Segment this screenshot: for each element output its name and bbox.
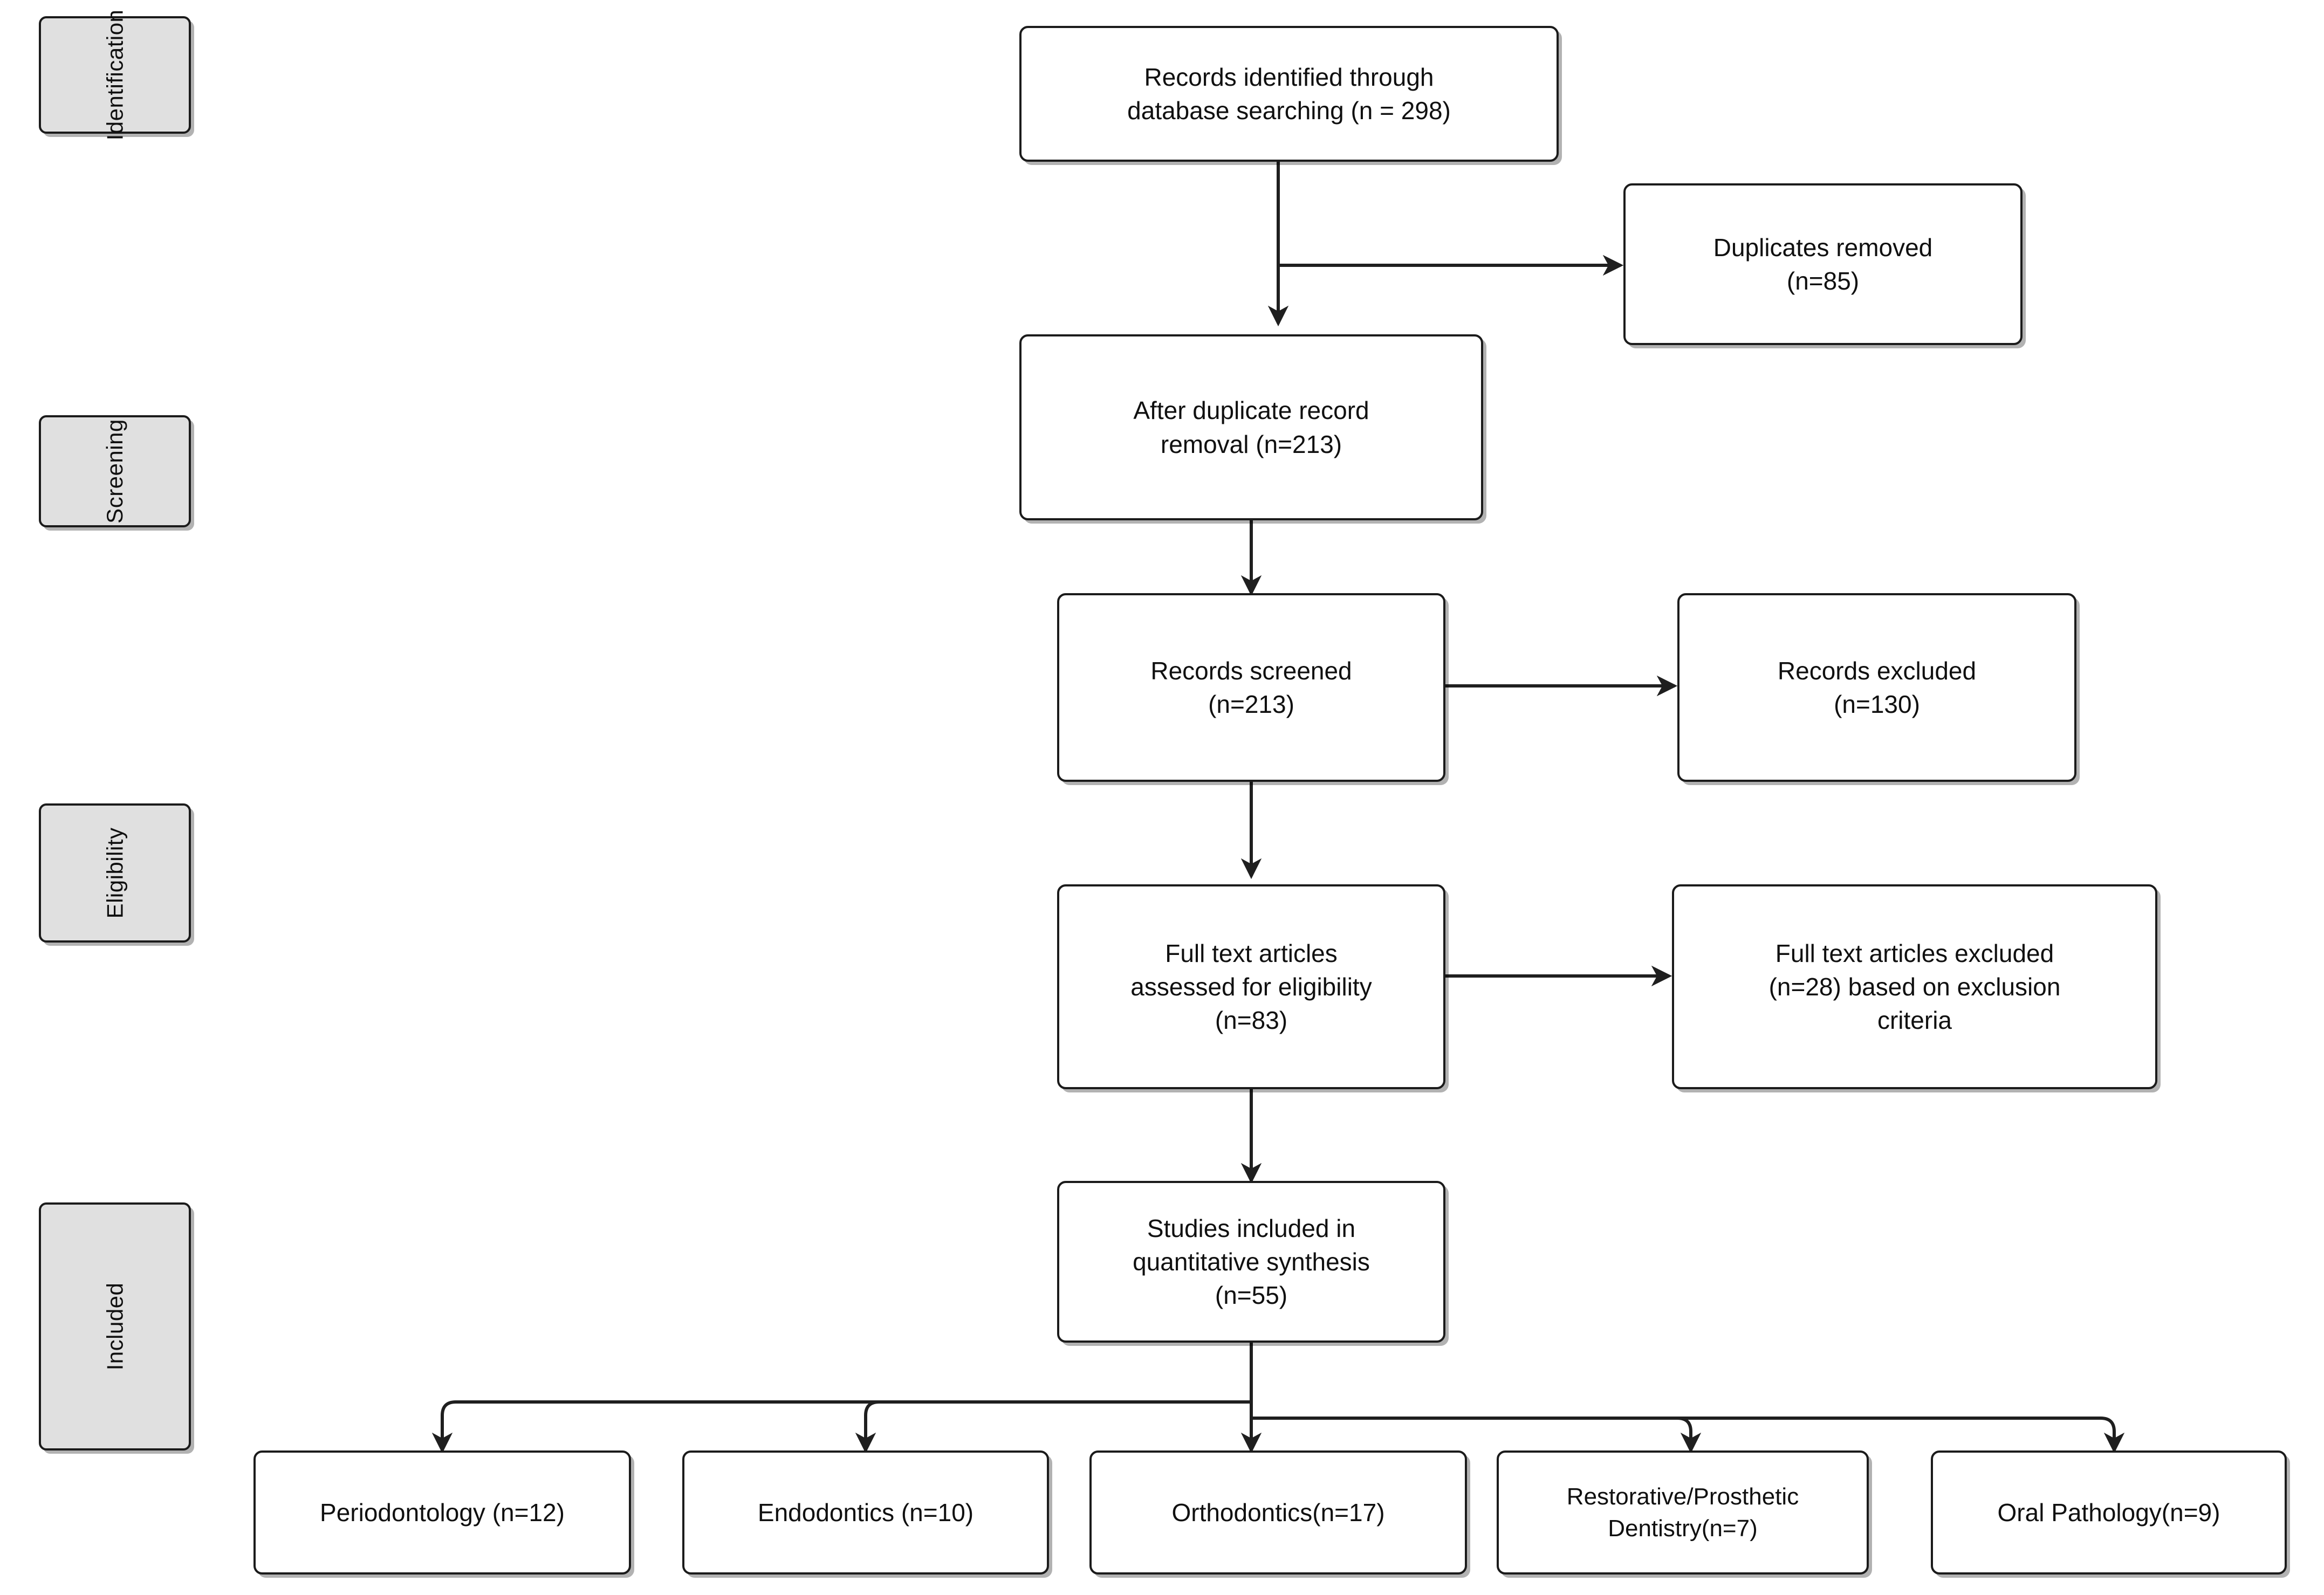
stage-box-identification: Identification xyxy=(39,10,191,140)
stage-box-eligibility: Eligibility xyxy=(39,803,191,943)
stage-label-included: Included xyxy=(101,1282,127,1371)
connector-included-to-endodontics xyxy=(855,1400,1251,1454)
node-outcome-oral-pathology: Oral Pathology(n=9) xyxy=(1931,1450,2287,1575)
stage-box-screening: Screening xyxy=(39,415,191,527)
node-records-excluded: Records excluded (n=130) xyxy=(1677,593,2076,782)
node-duplicates-removed: Duplicates removed (n=85) xyxy=(1623,183,2023,345)
node-records-screened: Records screened (n=213) xyxy=(1057,593,1445,782)
connector-included-to-restorative xyxy=(1251,1417,1702,1454)
node-records-identified: Records identified through database sear… xyxy=(1019,26,1559,162)
connector-included-to-periodontology xyxy=(431,1400,1251,1454)
connector-included-to-oralpathology xyxy=(1251,1417,2125,1454)
stage-box-included: Included xyxy=(39,1202,191,1450)
node-outcome-restorative-prosthetic: Restorative/Prosthetic Dentistry(n=7) xyxy=(1497,1450,1869,1575)
stage-label-eligibility: Eligibility xyxy=(101,827,127,919)
node-full-text-assessed: Full text articles assessed for eligibil… xyxy=(1057,884,1445,1089)
node-full-text-excluded: Full text articles excluded (n=28) based… xyxy=(1672,884,2157,1089)
node-outcome-endodontics: Endodontics (n=10) xyxy=(682,1450,1049,1575)
stage-label-identification: Identification xyxy=(101,9,127,141)
stage-label-screening: Screening xyxy=(102,419,127,524)
node-studies-included: Studies included in quantitative synthes… xyxy=(1057,1181,1445,1343)
node-outcome-periodontology: Periodontology (n=12) xyxy=(253,1450,631,1575)
node-after-duplicate-removal: After duplicate record removal (n=213) xyxy=(1019,334,1483,520)
node-outcome-orthodontics: Orthodontics(n=17) xyxy=(1089,1450,1467,1575)
